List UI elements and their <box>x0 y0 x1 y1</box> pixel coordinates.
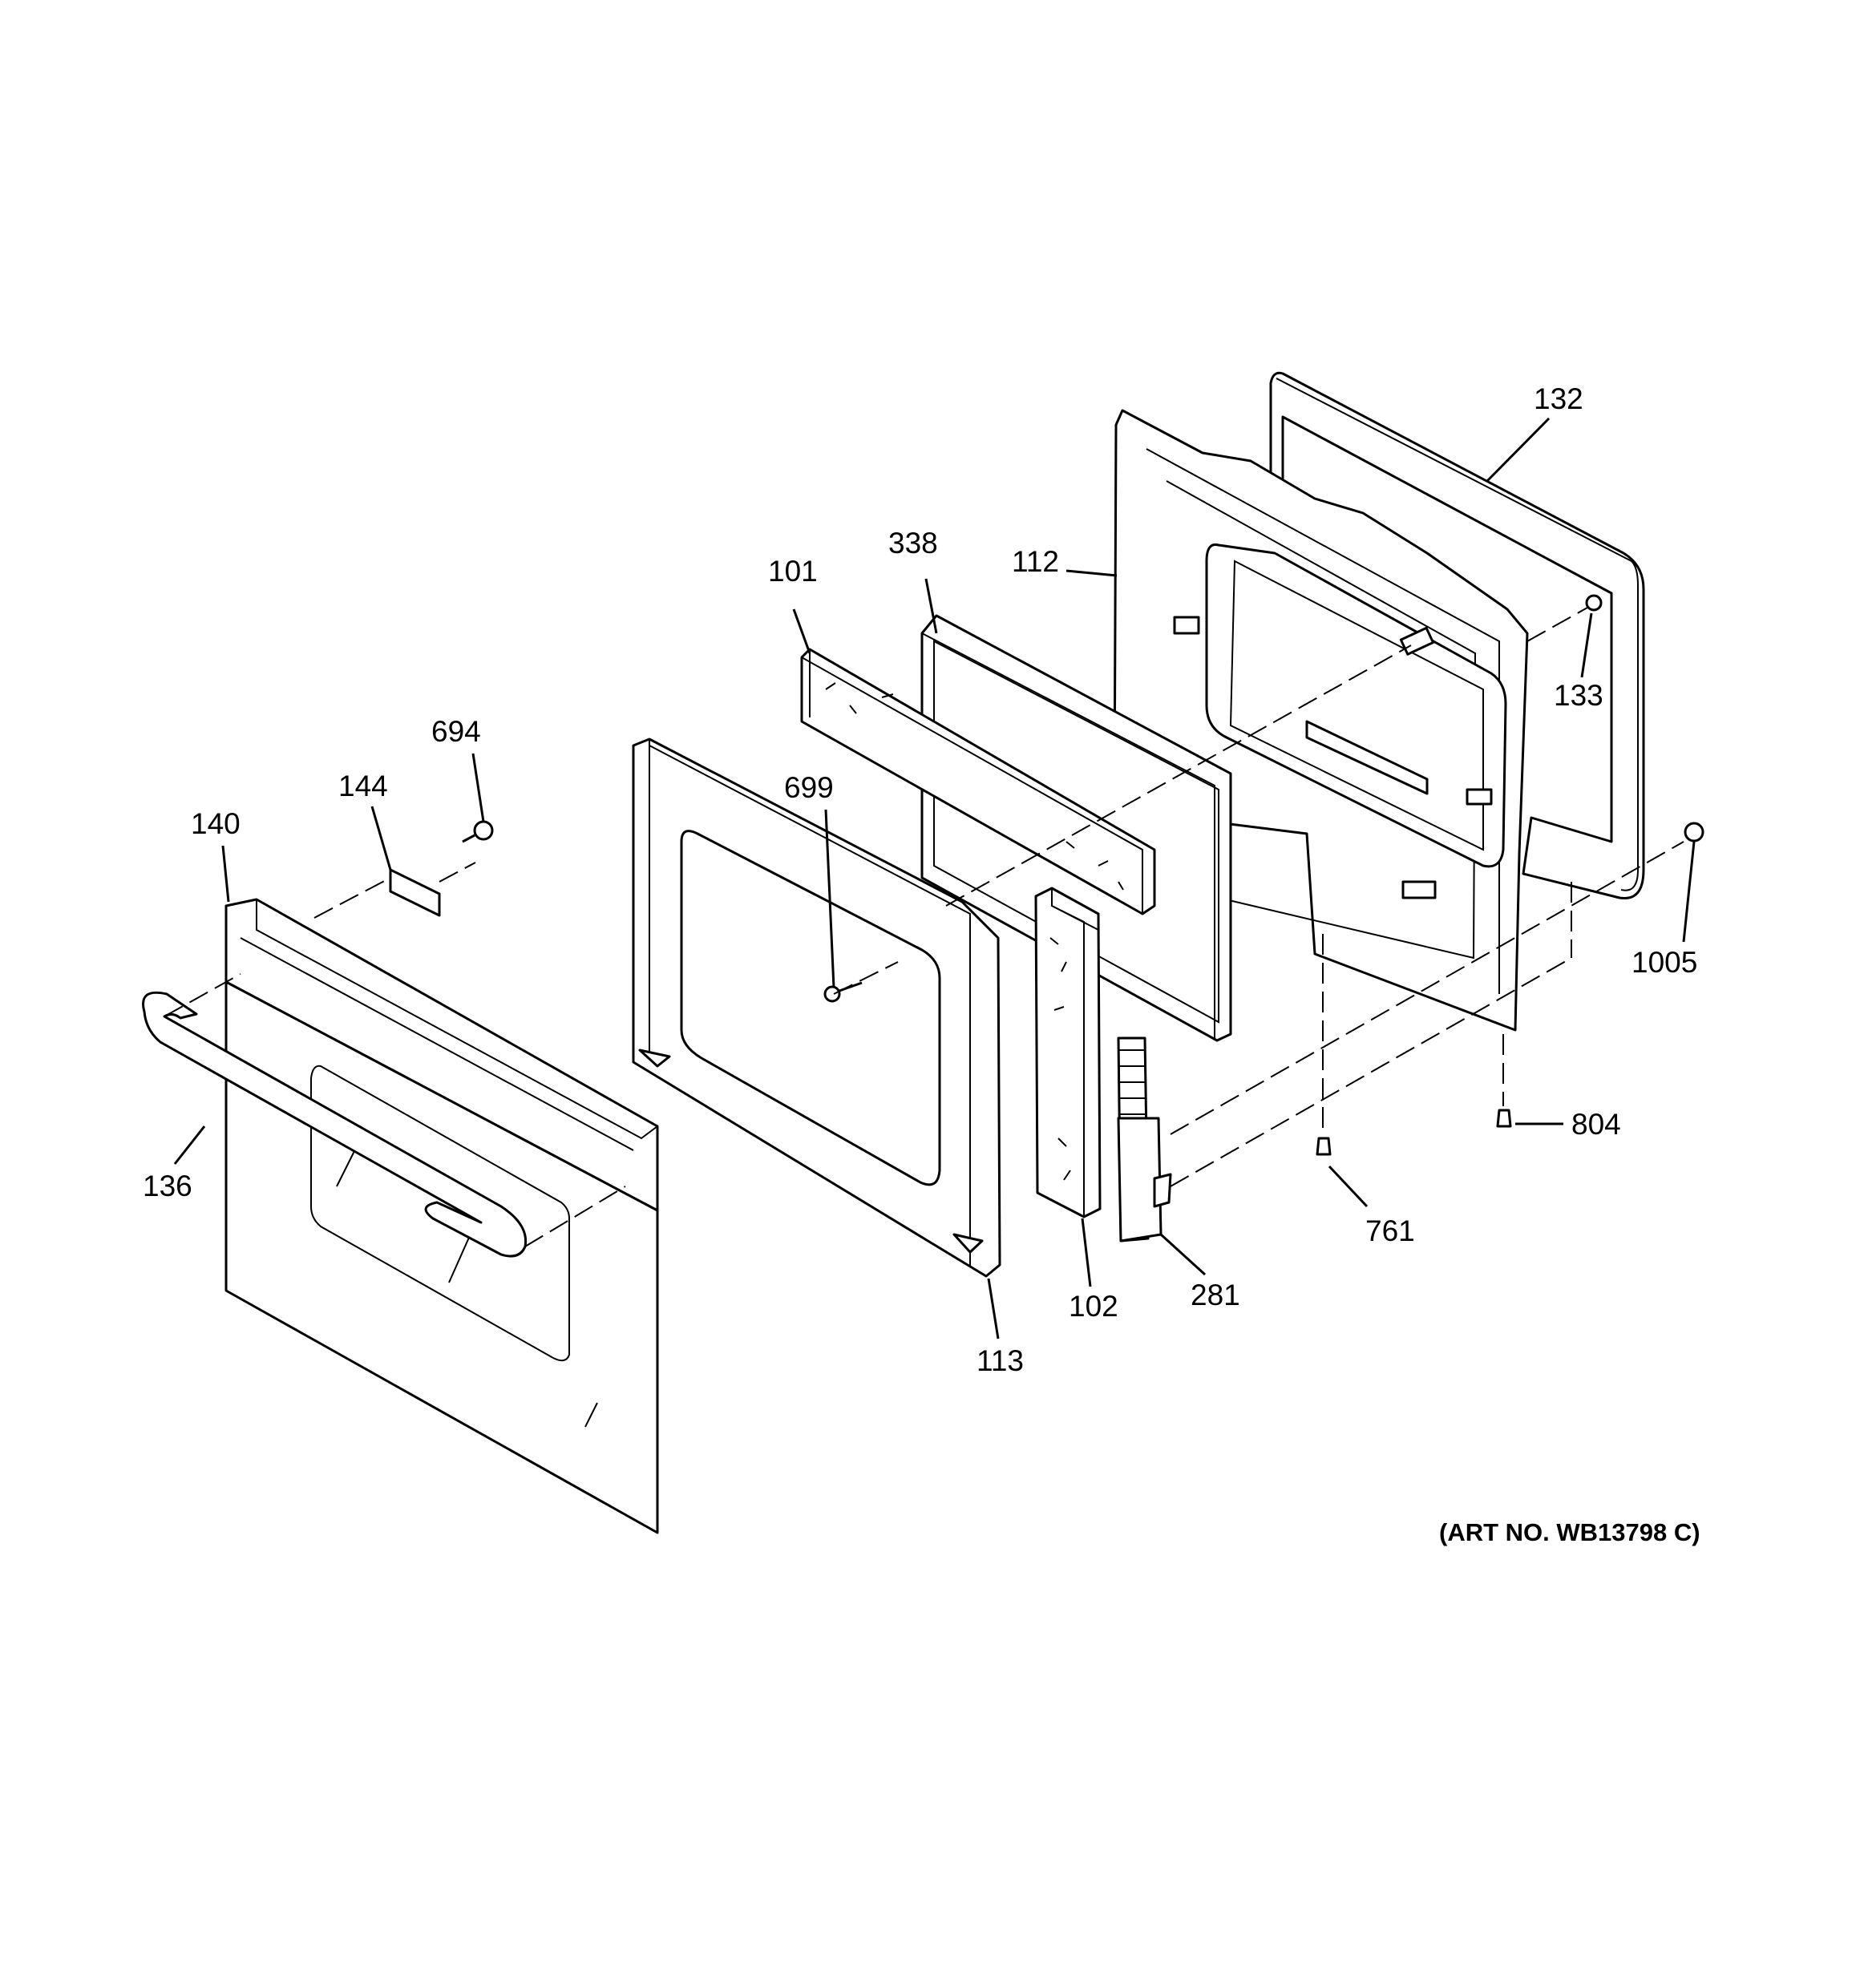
label-1005: 1005 <box>1632 946 1697 979</box>
part-101-insulation-top <box>800 648 1156 915</box>
part-133-screw <box>1585 594 1603 612</box>
label-694: 694 <box>431 715 481 748</box>
label-132: 132 <box>1534 382 1583 415</box>
part-804-screw <box>1496 1109 1512 1128</box>
label-112: 112 <box>1012 545 1059 578</box>
label-761: 761 <box>1365 1214 1415 1247</box>
label-113: 113 <box>976 1344 1024 1377</box>
assembly-lines <box>164 607 1684 1247</box>
part-102-insulation-side <box>1034 887 1102 1218</box>
label-102: 102 <box>1069 1290 1118 1323</box>
part-113-door-panel <box>632 737 1001 1278</box>
label-338: 338 <box>888 527 938 560</box>
part-132-gasket <box>1269 371 1645 900</box>
part-144-bracket <box>389 868 441 917</box>
part-694-screw <box>462 820 494 843</box>
label-804: 804 <box>1571 1108 1621 1141</box>
art-number: (ART NO. WB13798 C) <box>1439 1518 1700 1546</box>
leader-lines <box>173 417 1696 1339</box>
label-101: 101 <box>768 555 818 588</box>
label-144: 144 <box>338 770 388 802</box>
part-761-screw <box>1316 1137 1332 1156</box>
label-699: 699 <box>784 771 834 804</box>
label-136: 136 <box>143 1170 192 1202</box>
part-281-hinge <box>1117 1036 1172 1242</box>
label-140: 140 <box>191 807 241 840</box>
part-1005-screw <box>1684 822 1704 842</box>
label-133: 133 <box>1554 679 1603 712</box>
label-281: 281 <box>1191 1279 1240 1311</box>
